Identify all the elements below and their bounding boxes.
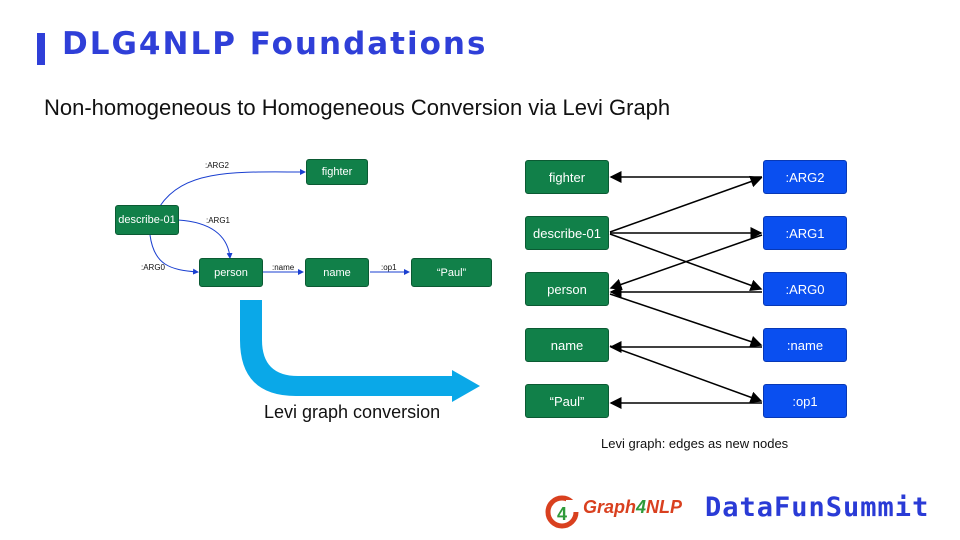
levi-node-op1: :op1 [763,384,847,418]
brand-graph: Graph [583,497,637,517]
levi-caption: Levi graph: edges as new nodes [601,436,789,451]
svg-text:4: 4 [557,504,567,524]
amr-label-name: :name [272,263,295,272]
levi-node-describe: describe-01 [525,216,609,250]
edge-arg0 [149,234,199,275]
amr-label-arg0: :ARG0 [141,263,166,272]
levi-node-arg0: :ARG0 [763,272,847,306]
levi-node-name-edge: :name [763,328,847,362]
title-accent-bar [37,33,45,65]
amr-node-person: person [199,258,263,287]
levi-edge-describe-arg2 [609,175,763,233]
datafunsummit-brand: DataFunSummit [705,492,930,523]
edge-arg1 [177,219,233,259]
amr-label-arg1: :ARG1 [206,216,231,225]
levi-edge-name-op1 [609,345,763,404]
levi-node-name: name [525,328,609,362]
amr-node-name: name [305,258,369,287]
amr-label-op1: :op1 [381,263,397,272]
page-title: DLG4NLP Foundations [62,26,488,62]
levi-node-person: person [525,272,609,306]
brand-4: 4 [636,497,647,517]
levi-node-paul: “Paul” [525,384,609,418]
levi-node-arg1: :ARG1 [763,216,847,250]
levi-edge-arg1-person [609,234,763,291]
graph4nlp-brand: Graph4NLP [583,497,682,518]
amr-label-arg2: :ARG2 [205,161,230,170]
amr-node-describe: describe-01 [115,205,179,235]
conversion-label: Levi graph conversion [264,402,441,422]
levi-node-arg2: :ARG2 [763,160,847,194]
conversion-arrow [240,300,480,402]
levi-edge-person-name [609,293,763,348]
graph4nlp-logo-icon: 4 [545,495,580,529]
brand-nlp: NLP [646,497,683,517]
amr-node-fighter: fighter [306,159,368,185]
amr-node-paul: “Paul” [411,258,492,287]
levi-node-fighter: fighter [525,160,609,194]
page-subtitle: Non-homogeneous to Homogeneous Conversio… [44,95,671,120]
edge-arg2 [159,168,306,207]
